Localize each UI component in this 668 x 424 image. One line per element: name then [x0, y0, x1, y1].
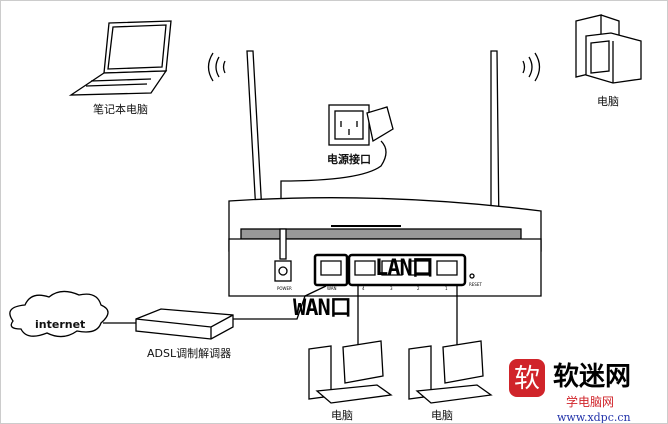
desktop-computer-icon [575, 14, 642, 84]
antenna-right [490, 50, 500, 232]
internet-label: internet [35, 318, 86, 331]
router-icon [228, 197, 542, 297]
power-port-label: POWER [277, 286, 292, 291]
wan-port-small-label: WAN [327, 286, 337, 291]
desktop-computer-icon [408, 340, 493, 404]
modem-label: ADSL调制解调器 [147, 347, 232, 360]
pc-left-label: 电脑 [331, 409, 353, 422]
lan-cables [357, 285, 458, 351]
lan-port-label: LAN口 [375, 256, 434, 281]
svg-text:软: 软 [514, 364, 540, 394]
lan-port-number: 4 [362, 286, 365, 291]
modem-icon [135, 308, 234, 340]
lan-port-number: 3 [390, 286, 393, 291]
desktop-top-label: 电脑 [597, 95, 619, 108]
cloud-icon [9, 290, 109, 338]
laptop-label: 笔记本电脑 [93, 103, 148, 116]
wifi-icon [207, 52, 226, 82]
pc-right-label: 电脑 [431, 409, 453, 422]
power-socket-label: 电源接口 [327, 153, 371, 166]
svg-text:软迷网: 软迷网 [553, 362, 631, 392]
wan-port-label: WAN口 [293, 296, 352, 321]
desktop-computer-icon [308, 340, 393, 404]
lan-port-number: 2 [417, 286, 420, 291]
power-socket-icon [280, 104, 394, 241]
reset-label: RESET [469, 282, 482, 287]
wan-cable [233, 285, 327, 320]
watermark-logo: 软 软迷网 学电脑网 www.xdpc.cn [509, 359, 631, 424]
svg-text:学电脑网: 学电脑网 [566, 394, 614, 409]
lan-port-number: 1 [445, 286, 448, 291]
svg-text:www.xdpc.cn: www.xdpc.cn [557, 411, 631, 424]
wifi-icon [522, 52, 541, 82]
laptop-icon [68, 20, 172, 96]
